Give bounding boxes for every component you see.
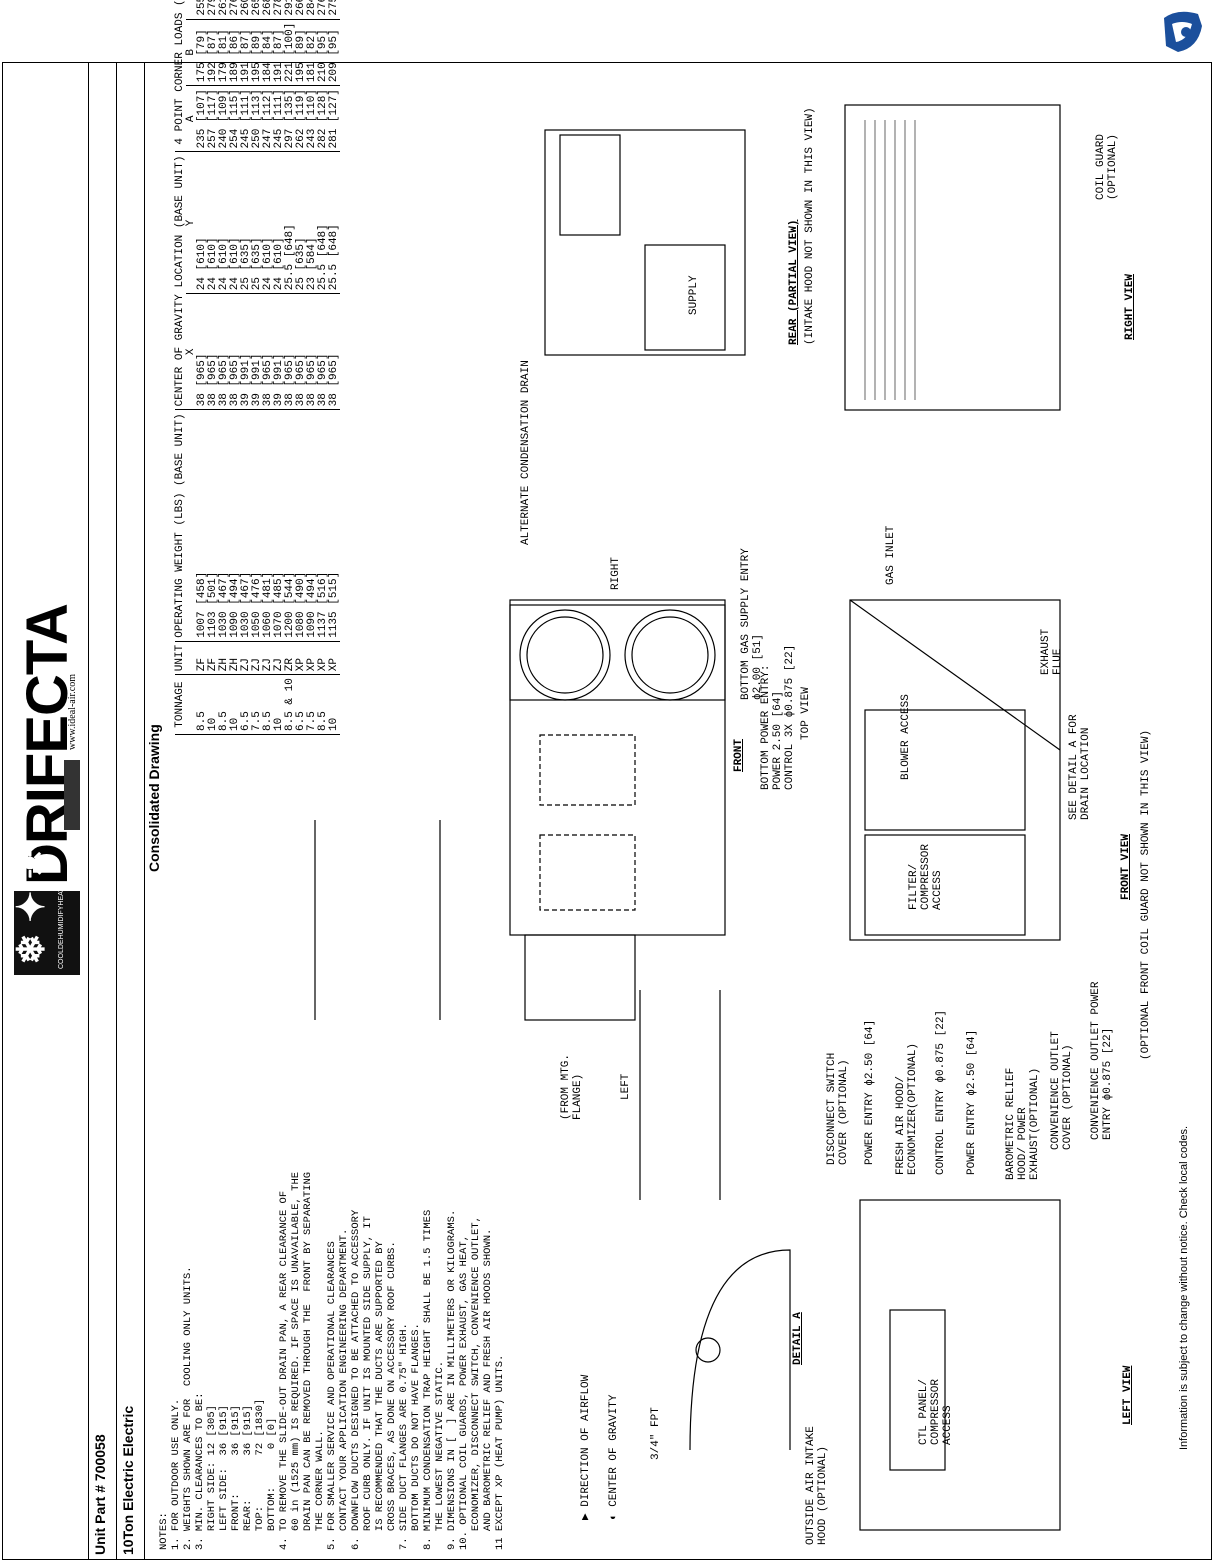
supply-label: SUPPLY: [688, 275, 700, 315]
top-view-title: TOP VIEW: [800, 687, 812, 740]
control-entry-label: CONTROL ENTRY ϕ0.875 [22]: [935, 1009, 947, 1175]
left-view-title: LEFT VIEW: [1122, 1365, 1134, 1425]
see-detail-label: SEE DETAIL A FOR DRAIN LOCATION: [1068, 714, 1092, 820]
top-view-body: [509, 599, 726, 936]
filter-access-label: FILTER/ COMPRESSOR ACCESS: [908, 843, 944, 910]
fan-1: [519, 609, 611, 701]
conv-outlet-label: CONVENIENCE OUTLET POWER ENTRY ϕ0.875 [2…: [1090, 981, 1114, 1140]
exhaust-flue-label: EXHAUST FLUE: [1040, 628, 1064, 675]
drawing-frame: [2, 62, 1212, 1560]
ctl-panel-label: CTL PANEL/ COMPRESSOR ACCESS: [918, 1378, 954, 1445]
from-mtg-label: (FROM MTG. FLANGE): [560, 1053, 584, 1120]
front-view-title: FRONT VIEW: [1120, 833, 1132, 900]
outside-air-label: OUTSIDE AIR INTAKE HOOD (OPTIONAL): [805, 1426, 829, 1545]
title-strip-divider: [144, 62, 145, 1560]
rear-view-title: REAR (PARTIAL VIEW): [788, 219, 800, 345]
gas-inlet-label: GAS INLET: [885, 525, 897, 585]
barometric-label: BAROMETRIC RELIEF HOOD/ POWER EXHAUST(OP…: [1005, 1067, 1041, 1180]
rear-view-note: (INTAKE HOOD NOT SHOWN IN THIS VIEW): [804, 107, 816, 345]
right-view-title: RIGHT VIEW: [1124, 273, 1136, 340]
coil-guard-label: COIL GUARD (OPTIONAL): [1095, 133, 1119, 200]
front-label: FRONT: [733, 738, 745, 772]
blower-access-label: BLOWER ACCESS: [900, 694, 912, 780]
conv-cover-label: CONVENIENCE OUTLET COVER (OPTIONAL): [1050, 1031, 1074, 1150]
fan-2: [624, 609, 716, 701]
right-label: RIGHT: [610, 556, 622, 590]
disconnect-label: DISCONNECT SWITCH COVER (OPTIONAL): [826, 1052, 850, 1165]
title-strip-divider: [116, 62, 117, 1560]
detail-a-outline: [689, 1249, 791, 1451]
front-view-body: [849, 599, 1061, 941]
fresh-air-label: FRESH AIR HOOD/ ECONOMIZER(OPTIONAL): [895, 1042, 919, 1175]
left-view-body: [859, 1199, 1061, 1531]
left-label: LEFT: [620, 1073, 632, 1100]
detail-a-title: DETAIL A: [792, 1312, 804, 1365]
brand-logo-mark: [1164, 11, 1202, 52]
power-entry-label: POWER ENTRY ϕ2.50 [64]: [864, 1019, 876, 1165]
alt-drain-label: ALTERNATE CONDENSATION DRAIN: [520, 360, 532, 545]
bottom-power-label: BOTTOM POWER ENTRY: POWER 2.50 [64] CONT…: [760, 644, 796, 790]
power-entry-2-label: POWER ENTRY ϕ2.50 [64]: [966, 1029, 978, 1175]
top-supply-opening: [539, 734, 636, 806]
fpt-label: 3/4" FPT: [650, 1407, 662, 1460]
right-view-body: [844, 104, 1061, 411]
front-view-note: (OPTIONAL FRONT COIL GUARD NOT SHOWN IN …: [1140, 729, 1152, 1060]
top-return-opening: [539, 834, 636, 911]
title-strip-divider: [88, 62, 89, 1560]
rear-view-body: [544, 129, 746, 356]
